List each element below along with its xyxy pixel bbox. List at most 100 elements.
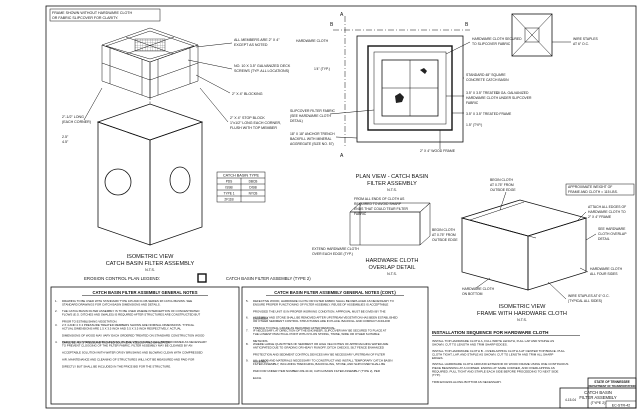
cloth-callout-8: SEE HARDWARE xyxy=(598,227,626,231)
general-note-text: DRAWING TO BE USED WITH STANDARD TYPE 10… xyxy=(62,299,192,307)
plan-callout-10: 10 GA. GALVANIZED xyxy=(496,91,529,95)
iso-callout-10: 2.5" xyxy=(62,135,69,139)
general-note-cont-number: 9. xyxy=(246,358,249,362)
plan-callout-5: SLIPCOVER FILTER FABRIC xyxy=(290,109,336,113)
iso-basin xyxy=(96,103,204,246)
overlap-callout-8: OUTSIDE EDGE xyxy=(432,238,458,242)
install-step: INSTALL HARDWARE CLOTH AROUND EXTERIOR O… xyxy=(432,362,568,377)
overlap-title-1: HARDWARE CLOTH xyxy=(366,258,419,264)
general-notes-cont: CATCH BASIN FILTER ASSEMBLY GENERAL NOTE… xyxy=(241,286,429,405)
general-note-number: 4. xyxy=(55,340,58,344)
basin-table-cell: NYCB xyxy=(249,192,258,196)
cloth-title-2: FRAME WITH HARDWARE CLOTH xyxy=(477,311,567,317)
overlap-callout-3: FABRIC xyxy=(354,212,367,216)
plan-callout-18: 2" X 4" WOOD FRAME xyxy=(420,149,456,153)
general-note-cont-text: ASSEMBLY AND STONE SHALL BE REMOVED AFTE… xyxy=(253,316,398,331)
iso-note-line1: FRAME SHOWN WITHOUT HARDWARE CLOTH xyxy=(52,11,132,15)
plan-title-2: FILTER ASSEMBLY xyxy=(367,181,417,187)
section-mark-b: B xyxy=(465,22,469,28)
plan-callout-8: 1'4" (TYP.) xyxy=(314,67,330,71)
install-step: INSTALL TOP HARDWARE CLOTH B - OVERLAPPI… xyxy=(432,349,565,360)
tb-title-1: CATCH BASIN xyxy=(584,390,612,395)
overlap-callout-6: BEGIN CLOTH xyxy=(432,228,456,232)
iso-frame xyxy=(101,27,199,99)
iso-note-line2: OR FABRIC SLIPCOVER FOR CLARITY. xyxy=(52,16,118,20)
basin-table-cell: DISB xyxy=(249,186,256,190)
cloth-callout-3: APPROXIMATE WEIGHT OF xyxy=(568,185,612,189)
cloth-callout-9: CLOTH OVERLAP xyxy=(598,232,627,236)
cloth-callout-14: ON BOTTOM xyxy=(462,292,483,296)
section-mark-b2: B xyxy=(330,22,334,28)
notes-cont-title: CATCH BASIN FILTER ASSEMBLY GENERAL NOTE… xyxy=(274,290,396,295)
cloth-callout-15: WIRE STAPLES AT 6" O.C. xyxy=(568,294,610,298)
general-note-cont-number: 7. xyxy=(246,329,249,333)
general-note-text: THE CATCH BASIN FILTER ASSEMBLY IS TO BE… xyxy=(62,309,200,324)
general-notes: CATCH BASIN FILTER ASSEMBLY GENERAL NOTE… xyxy=(50,286,240,405)
install-sequence: INSTALLATION SEQUENCE FOR HARDWARE CLOTH… xyxy=(432,330,580,384)
plan-callout-17: 1.5" (TYP.) xyxy=(466,123,482,127)
iso-callout-5: 2" X 4" STOP BLOCK xyxy=(230,116,265,120)
basin-table-cell: ISSB xyxy=(225,186,232,190)
iso-callout-9: (EACH CORNER) xyxy=(62,120,91,124)
iso-callout-8: 2"-1/2" LONG xyxy=(62,115,84,119)
general-note-number: 2. xyxy=(55,309,58,313)
cloth-scale: N.T.S. xyxy=(517,318,527,322)
title-block: STATE OF TENNESSEE DEPARTMENT OF TRANSPO… xyxy=(559,377,637,409)
corner-staple-detail: WIRE STAPLES AT 6" O.C. xyxy=(511,13,599,57)
cloth-callout-4: FRAME AND CLOTH = 115 LBS. xyxy=(568,190,618,194)
corner-callout-1: AT 6" O.C. xyxy=(573,42,589,46)
plan-callout-12: FABRIC xyxy=(466,101,479,105)
overlap-title-2: OVERLAP DETAIL xyxy=(368,265,415,271)
corner-callout-0: WIRE STAPLES xyxy=(573,37,599,41)
install-title: INSTALLATION SEQUENCE FOR HARDWARE CLOTH xyxy=(432,330,549,335)
plan-callout-0: HARDWARE CLOTH xyxy=(296,39,329,43)
basin-table-cell: TYPE 1 xyxy=(224,192,235,196)
cloth-callout-6: HARDWARE CLOTH TO xyxy=(588,210,626,214)
iso-callout-11: 4.5" xyxy=(62,140,69,144)
overlap-callout-2: ENDS THAT COULD TEAR FILTER xyxy=(354,207,408,211)
cloth-callout-13: HARDWARE CLOTH xyxy=(462,287,495,291)
iso-cloth-view: BEGIN CLOTH AT 0.75" FROM OUTSIDE EDGE A… xyxy=(460,178,635,322)
tb-state: STATE OF TENNESSEE xyxy=(594,380,629,384)
plan-callout-2: TO SLIPCOVER FABRIC xyxy=(472,42,511,46)
basin-table-cell: PDS xyxy=(226,180,233,184)
general-note-text: PERIODIC MAINTENANCE AND CLEANING OF THE… xyxy=(62,340,207,369)
section-mark-a: A xyxy=(340,12,344,18)
overlap-scale: N.T.S. xyxy=(387,272,397,276)
plan-callout-13: 3.5" X 3.5" TREATED FRAME xyxy=(466,112,512,116)
legend-label: EROSION CONTROL PLAN LEGEND: xyxy=(84,276,160,281)
basin-table-cell: 2F11B xyxy=(224,198,233,202)
overlap-detail: FROM ALL ENDS OF CLOTH AS REQUIRED TO AV… xyxy=(312,197,458,276)
tb-date: 4-15-04 xyxy=(565,398,576,402)
tb-title-2: FILTER ASSEMBLY xyxy=(579,395,617,400)
iso-title-2: CATCH BASIN FILTER ASSEMBLY xyxy=(106,261,195,267)
overlap-callout-0: FROM ALL ENDS OF CLOTH AS xyxy=(354,197,405,201)
legend-item: CATCH BASIN FILTER ASSEMBLY (TYPE 2) xyxy=(226,276,311,281)
tb-dwg-no: EC-STR-42 xyxy=(612,404,631,408)
tb-dept: DEPARTMENT OF TRANSPORTATION xyxy=(589,384,636,388)
general-note-text: 2 X 4 AND 4 X 4 PRESSURE TREATED MEMBERS… xyxy=(62,323,204,345)
general-note-cont-text: DEFECTIVE WOOD, HARDWARE CLOTH OR FILTER… xyxy=(253,299,395,321)
overlap-callout-1: REQUIRED TO AVOID SHARP xyxy=(354,202,402,206)
iso-callout-6: 1"x1/2" LONG EACH CORNER, xyxy=(230,121,281,125)
plan-callout-3: STANDARD 48" SQUARE xyxy=(466,73,506,77)
general-note-cont-text: ALL LABOR AND MATERIALS NECESSARY TO CON… xyxy=(253,358,392,380)
plan-callout-4: CONCRETE CATCH BASIN xyxy=(466,78,509,82)
erosion-legend: EROSION CONTROL PLAN LEGEND: CATCH BASIN… xyxy=(84,273,311,283)
basin-table-cell: DBCB xyxy=(249,180,258,184)
basin-table-title: CATCH BASIN TYPE xyxy=(223,174,260,178)
section-mark-a2: A xyxy=(340,153,344,159)
plan-title-1: PLAN VIEW - CATCH BASIN xyxy=(356,174,429,180)
plan-callout-9: 3.5" X 3.5" TREATED xyxy=(466,91,499,95)
install-trim-note: TRIM EXCESS ALONG BOTTOM AS NECESSARY. xyxy=(432,380,502,384)
plan-scale: N.T.S. xyxy=(387,188,397,192)
iso-callout-1: EXCEPT AS NOTED xyxy=(234,43,268,47)
cloth-callout-12: ALL FOUR SIDES xyxy=(590,272,618,276)
general-note-cont-number: 8. xyxy=(246,342,249,346)
cloth-callout-16: (TYPICAL ALL SIDES) xyxy=(568,299,602,303)
plan-callout-16: AGGREGATE (SIZE NO. 57) xyxy=(290,142,334,146)
cloth-callout-2: OUTSIDE EDGE xyxy=(490,188,516,192)
cloth-callout-11: HARDWARE CLOTH xyxy=(590,267,623,271)
plan-view: A B A B HARDWARE CLOTH HARDWARE CLOTH SE… xyxy=(290,12,532,192)
